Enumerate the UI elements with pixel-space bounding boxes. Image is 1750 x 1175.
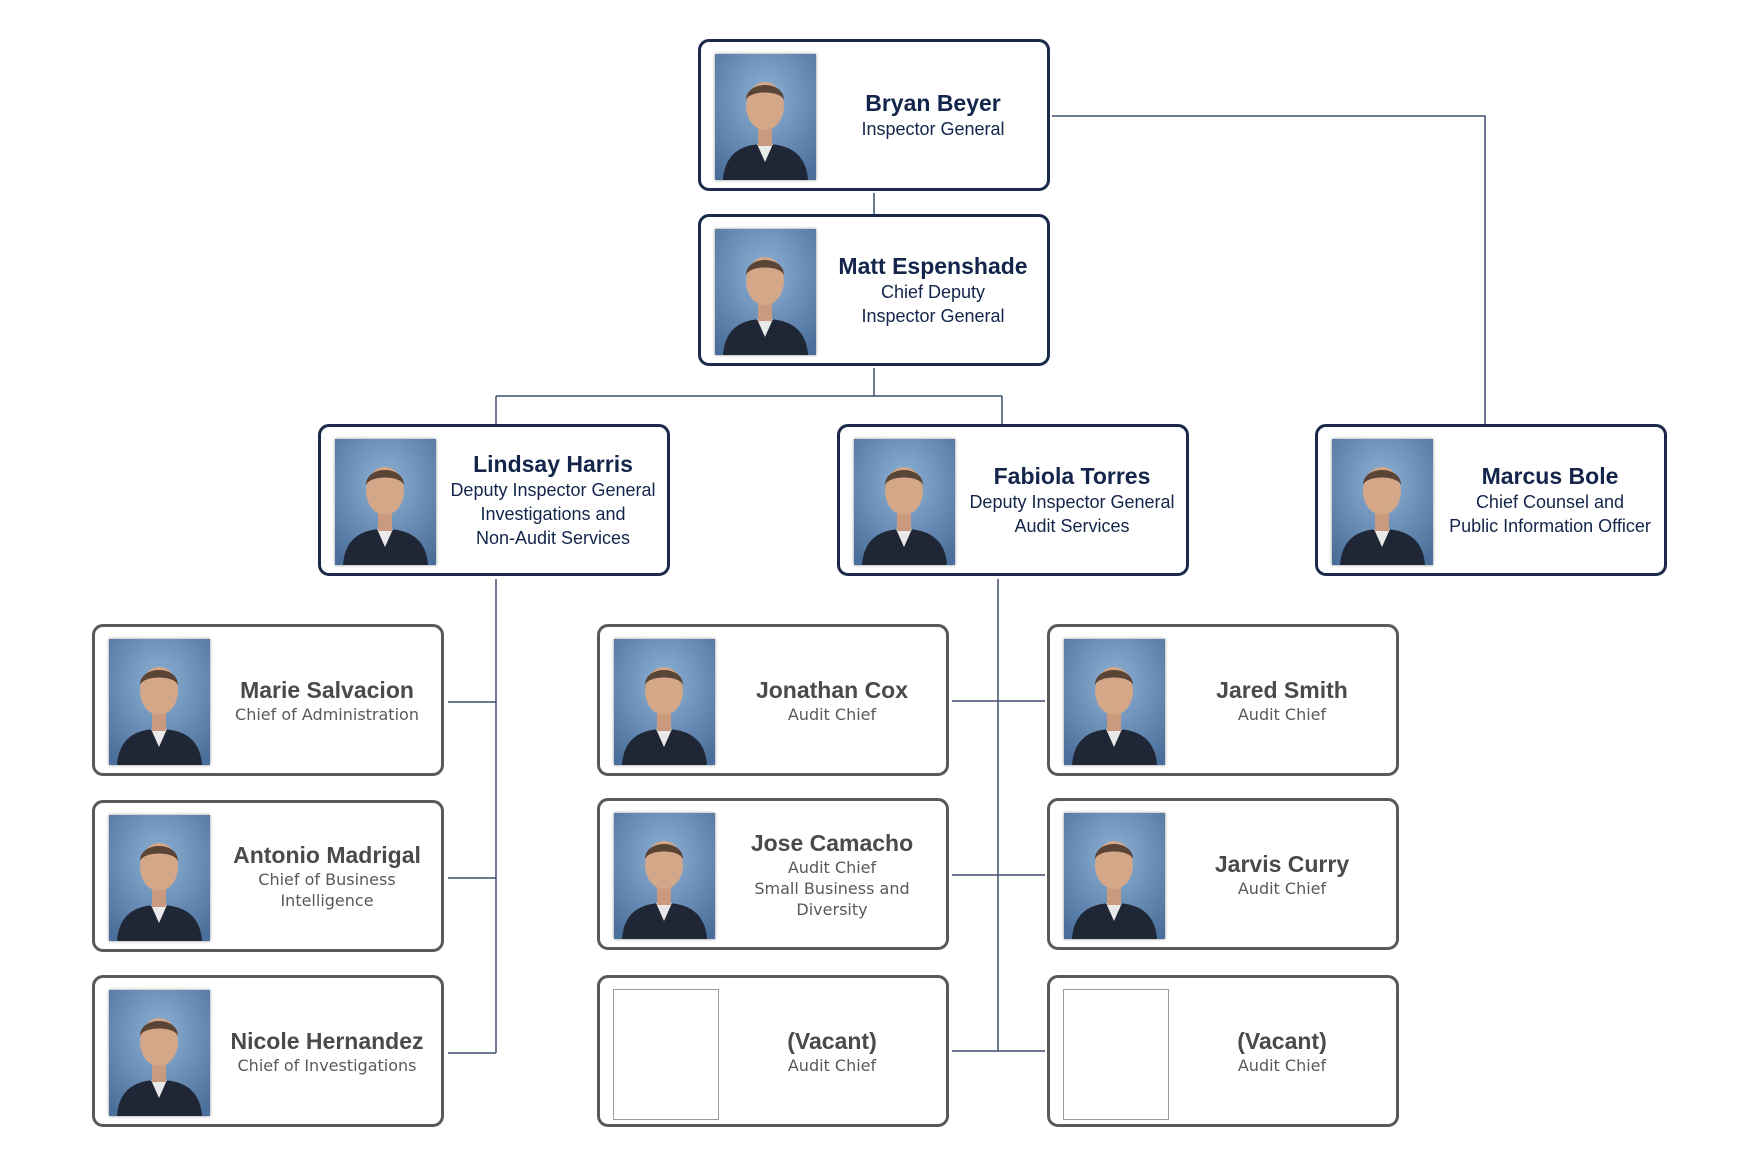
portrait-photo (1064, 639, 1165, 765)
person-title-line: Audit Services (1014, 516, 1130, 536)
person-name: Bryan Beyer (865, 90, 1001, 116)
portrait-photo (109, 639, 210, 765)
portrait-photo (109, 990, 210, 1116)
card-text: (Vacant)Audit Chief (722, 978, 942, 1124)
person-name: Jonathan Cox (755, 676, 909, 703)
person-title-line: Chief Counsel and (1475, 492, 1625, 512)
person-title-line: Chief of Administration (235, 704, 419, 724)
person-title-line: Investigations and (480, 504, 626, 524)
portrait-photo (1332, 439, 1433, 565)
person-name: Jose Camacho (750, 829, 914, 856)
empty-photo-frame (1063, 989, 1169, 1120)
person-name: Antonio Madrigal (233, 842, 421, 868)
person-title-line: Audit Chief (1237, 704, 1327, 724)
person-name: Jarvis Curry (1214, 850, 1350, 877)
person-title-line: Chief Deputy (880, 282, 986, 302)
person-title-line: Audit Chief (1237, 878, 1327, 898)
person-name: Fabiola Torres (993, 463, 1151, 489)
person-title-line: Deputy Inspector General (969, 492, 1175, 512)
person-name: (Vacant) (787, 1027, 877, 1054)
person-title-line: Chief of Investigations (237, 1055, 417, 1075)
person-name: Marcus Bole (1481, 463, 1619, 489)
card-vacant-audit-chief-1: (Vacant)Audit Chief (597, 975, 949, 1127)
portrait-photo (335, 439, 436, 565)
person-title-line: Chief of Business (258, 870, 396, 889)
person-name: Nicole Hernandez (230, 1027, 424, 1054)
portrait-photo (854, 439, 955, 565)
card-vacant-audit-chief-2: (Vacant)Audit Chief (1047, 975, 1399, 1127)
person-title-line: Audit Chief (1237, 1055, 1327, 1075)
person-title-line: Intelligence (280, 891, 374, 910)
portrait-photo (614, 813, 715, 939)
person-title-line: Small Business and (754, 878, 910, 898)
person-title-line: Audit Chief (787, 857, 877, 877)
portrait-photo (614, 639, 715, 765)
person-title-line: Deputy Inspector General (450, 480, 656, 500)
person-name: (Vacant) (1237, 1027, 1327, 1054)
person-title-line: Audit Chief (787, 1055, 877, 1075)
line-ig-to-chief-counsel (1052, 115, 1486, 424)
person-title-line: Diversity (796, 899, 868, 919)
portrait-photo (1064, 813, 1165, 939)
person-title-line: Public Information Officer (1449, 516, 1651, 536)
portrait-photo (715, 54, 816, 180)
person-title-line: Non-Audit Services (475, 528, 631, 548)
person-name: Jared Smith (1216, 676, 1348, 703)
person-name: Matt Espenshade (838, 253, 1028, 279)
person-title-line: Inspector General (861, 119, 1005, 139)
person-name: Lindsay Harris (473, 451, 633, 477)
person-name: Marie Salvacion (240, 676, 414, 703)
person-title-line: Audit Chief (787, 704, 877, 724)
portrait-photo (109, 815, 210, 941)
card-text: (Vacant)Audit Chief (1172, 978, 1392, 1124)
empty-photo-frame (613, 989, 719, 1120)
person-title-line: Inspector General (861, 306, 1005, 326)
portrait-photo (715, 229, 816, 355)
